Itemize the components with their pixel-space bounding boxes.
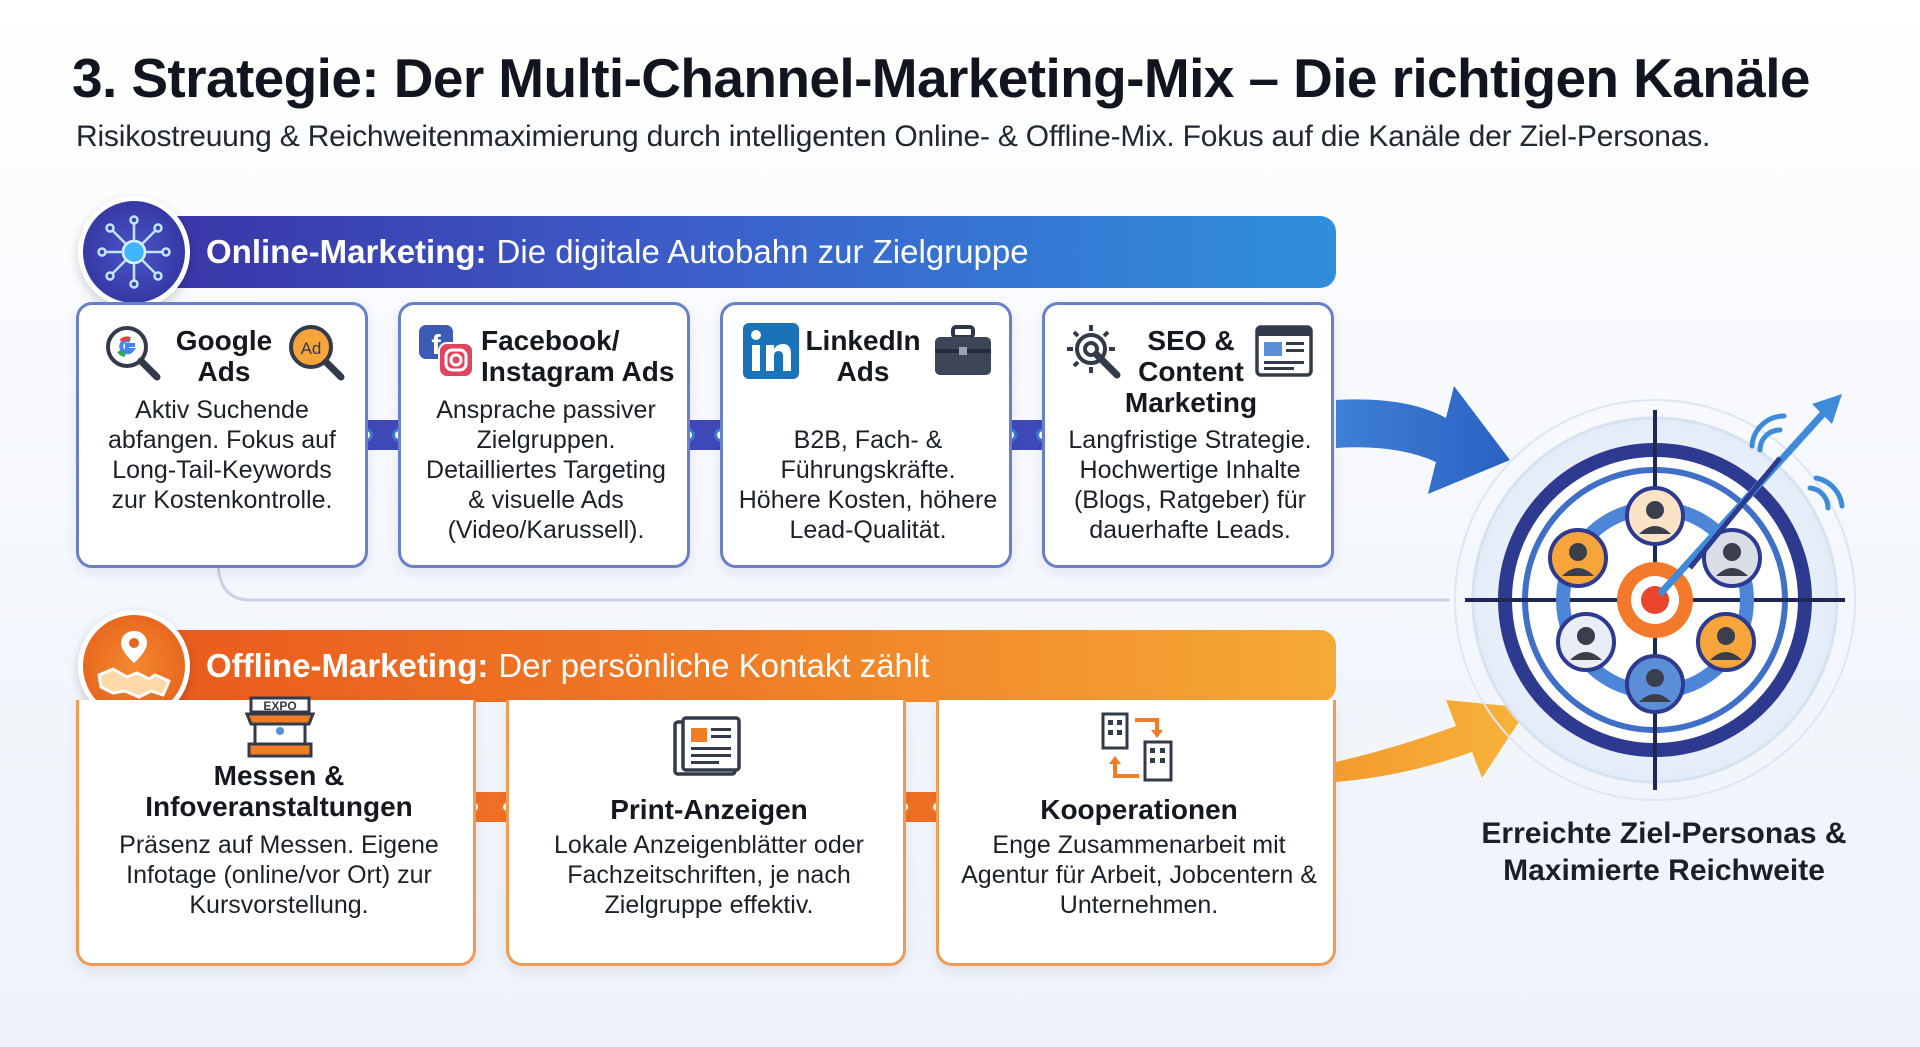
- card-title: Messen & Infoveranstaltungen: [145, 760, 413, 822]
- online-banner: Online-Marketing: Die digitale Autobahn …: [150, 216, 1336, 288]
- card-kooperationen: Kooperationen Enge Zusammenarbeit mit Ag…: [936, 700, 1336, 966]
- card-google-ads: Google Ads Ad Aktiv Suchende abfangen. F…: [76, 302, 368, 568]
- offline-arrow: [1336, 700, 1528, 782]
- offline-banner: Offline-Marketing: Der persönliche Konta…: [150, 630, 1336, 702]
- card-text: Präsenz auf Messen. Eigene Infotage (onl…: [119, 831, 439, 919]
- target-personas-icon: [1454, 394, 1856, 801]
- webpage-icon: [1255, 325, 1313, 377]
- card-title: Print-Anzeigen: [610, 794, 808, 825]
- page-subtitle: Risikostreuung & Reichweitenmaximierung …: [76, 120, 1711, 153]
- buildings-exchange-icon: [1101, 712, 1173, 782]
- google-search-icon: [106, 326, 161, 381]
- card-text: B2B, Fach- & Führungskräfte. Höhere Kost…: [738, 426, 998, 544]
- briefcase-icon: [935, 325, 991, 375]
- facebook-instagram-icon: f: [419, 325, 474, 378]
- card-title: SEO & Content Marketing: [1124, 325, 1258, 418]
- gear-search-icon: [1067, 325, 1121, 379]
- card-text: Ansprache passiver Zielgruppen. Detailli…: [426, 396, 666, 544]
- card-text: Enge Zusammenarbeit mit Agentur für Arbe…: [961, 831, 1317, 919]
- card-facebook-instagram: f Facebook/ Instagram Ads Ansprache pass…: [398, 302, 690, 568]
- linkedin-icon: [743, 323, 799, 379]
- card-print: Print-Anzeigen Lokale Anzeigenblätter od…: [506, 700, 906, 966]
- card-messen: EXPO Messen & Infoveranstaltungen Präsen…: [76, 696, 476, 966]
- online-banner-bold: Online-Marketing:: [206, 233, 487, 270]
- network-icon: [78, 196, 190, 308]
- card-title: Google Ads: [175, 325, 273, 387]
- page-title: 3. Strategie: Der Multi-Channel-Marketin…: [72, 47, 1810, 109]
- online-banner-text: Die digitale Autobahn zur Zielgruppe: [496, 233, 1029, 270]
- card-title: LinkedIn Ads: [805, 325, 921, 387]
- card-text: Lokale Anzeigenblätter oder Fachzeitschr…: [554, 831, 864, 919]
- newspaper-icon: [673, 716, 741, 776]
- offline-banner-text: Der persönliche Kontakt zählt: [498, 647, 930, 684]
- expo-badge: EXPO: [263, 699, 296, 713]
- card-title: Kooperationen: [1040, 794, 1238, 825]
- offline-banner-bold: Offline-Marketing:: [206, 647, 489, 684]
- online-arrow: [1336, 386, 1510, 494]
- result-text: Erreichte Ziel-Personas & Maximierte Rei…: [1481, 817, 1847, 887]
- card-text: Langfristige Strategie. Hochwertige Inha…: [1068, 426, 1312, 544]
- ad-search-icon: Ad: [289, 325, 345, 381]
- card-seo-content: SEO & Content Marketing Langfristige Str…: [1042, 302, 1334, 568]
- svg-text:Ad: Ad: [301, 339, 322, 358]
- svg-text:f: f: [431, 329, 441, 360]
- expo-booth-icon: EXPO: [244, 696, 316, 758]
- flow-line: [216, 560, 1450, 602]
- card-title: Facebook/ Instagram Ads: [481, 325, 675, 387]
- card-linkedin: LinkedIn Ads B2B, Fach- & Führungskräfte…: [720, 302, 1012, 568]
- card-text: Aktiv Suchende abfangen. Fokus auf Long-…: [108, 396, 336, 514]
